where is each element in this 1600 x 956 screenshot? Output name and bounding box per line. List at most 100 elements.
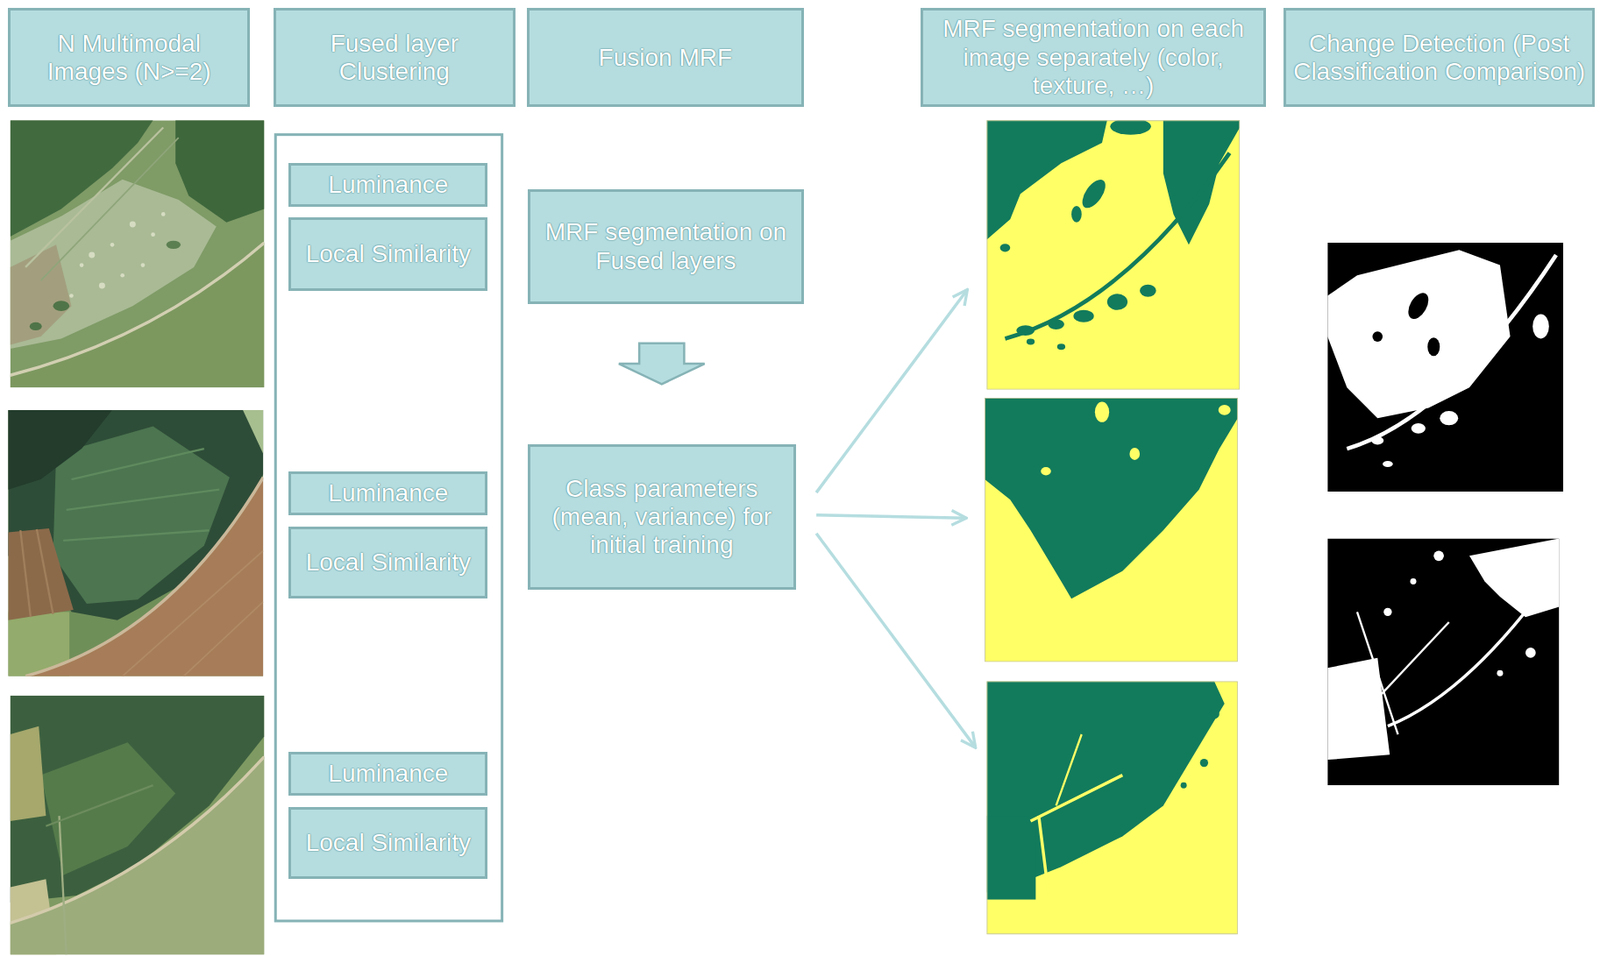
change-map [1410, 578, 1417, 585]
aerial-photo [71, 448, 204, 480]
node-text: Luminance [322, 479, 454, 508]
change-map [1433, 551, 1444, 562]
aerial-photo [122, 551, 264, 677]
segmentation-map [986, 816, 1036, 900]
segmentation-map [1107, 293, 1128, 311]
feature-box: Luminance [288, 471, 488, 516]
aerial-photo [99, 282, 106, 289]
node-text: Luminance [322, 760, 454, 789]
aerial-photo [59, 816, 67, 955]
segmentation-map [986, 120, 1107, 240]
node-text: Luminance [322, 170, 454, 200]
segmentation-map [984, 398, 1238, 662]
change-map [1496, 670, 1503, 677]
aerial-photo [166, 241, 181, 249]
node-text: Local Similarity [300, 829, 477, 858]
change-map [1327, 658, 1390, 761]
aerial-photo [242, 410, 264, 455]
flow-arrow [816, 290, 976, 749]
aerial-photo [88, 251, 95, 258]
aerial-photo [7, 410, 264, 677]
aerial-photo [10, 757, 265, 925]
header-box: Change Detection (Post Classification Co… [1283, 7, 1595, 107]
segmentation-map [1016, 325, 1035, 336]
node-text: MRF segmentation on each image separatel… [923, 14, 1265, 100]
node-text: Fusion MRF [593, 43, 738, 72]
flow-arrow [816, 290, 968, 494]
change-map [1346, 255, 1557, 449]
segmentation-map [1040, 467, 1052, 476]
change-map [1382, 461, 1394, 468]
aerial-photo [10, 696, 265, 956]
segmentation-map [1218, 405, 1231, 416]
node-text: Change Detection (Post Classification Co… [1286, 29, 1593, 86]
segmentation-map [1026, 338, 1035, 345]
aerial-photo [10, 726, 47, 822]
aerial-photo [20, 530, 31, 618]
change-map [1532, 313, 1550, 339]
segmentation-map [1057, 343, 1066, 350]
segmentation-map [1071, 206, 1082, 223]
aerial-photo [10, 120, 265, 388]
feature-box: Luminance [288, 752, 488, 797]
segmentation-map [1031, 775, 1124, 822]
feature-box: Luminance [288, 163, 488, 207]
change-map [1327, 249, 1510, 419]
aerial-photo [25, 477, 264, 677]
change-map [1327, 539, 1559, 787]
node-text: N Multimodal Images (N>=2) [10, 29, 248, 86]
segmentation-map [1208, 709, 1220, 720]
segmentation-map [1000, 243, 1011, 252]
aerial-photo [29, 322, 43, 331]
aerial-photo [41, 137, 179, 281]
change-map [1439, 411, 1458, 426]
change-map [1427, 337, 1440, 356]
aerial-photo [161, 212, 166, 217]
aerial-photo [10, 242, 265, 388]
header-box: N Multimodal Images (N>=2) [7, 7, 250, 107]
change-map [1469, 539, 1559, 619]
segmentation-map [986, 681, 1238, 935]
segmentation-map [1056, 734, 1082, 806]
header-box: MRF segmentation on each image separatel… [920, 7, 1267, 107]
segmentation-map [986, 681, 1238, 935]
change-map [1371, 436, 1384, 445]
block-arrow [618, 343, 705, 385]
aerial-photo [66, 490, 221, 511]
change-map [1327, 242, 1564, 492]
aerial-photo [69, 293, 74, 299]
segmentation-map [984, 398, 1238, 662]
aerial-photo [110, 242, 115, 248]
change-map [1404, 289, 1433, 323]
header-box: Fusion MRF [526, 7, 805, 107]
segmentation-map [1163, 120, 1240, 245]
aerial-photo [129, 221, 136, 228]
aerial-photo [10, 757, 265, 956]
aerial-photo [10, 244, 72, 345]
node-text: Class parameters (mean, variance) for in… [530, 475, 794, 561]
aerial-photo [10, 242, 265, 376]
aerial-photo [79, 263, 85, 268]
aerial-photo [36, 529, 54, 615]
aerial-photo [25, 477, 264, 677]
feature-box: Local Similarity [288, 526, 488, 600]
change-map [1525, 647, 1536, 659]
aerial-photo [10, 696, 265, 956]
segmentation-map [986, 120, 1240, 390]
segmentation-map [984, 398, 1238, 662]
process-box: MRF segmentation on Fused layers [527, 189, 804, 304]
aerial-photo [7, 410, 264, 677]
change-map [1357, 611, 1399, 735]
change-map [1372, 622, 1449, 704]
node-text: Local Similarity [300, 240, 477, 269]
illustration [7, 118, 1564, 955]
aerial-photo [53, 300, 71, 312]
group-outline [275, 135, 502, 922]
feature-box: Local Similarity [288, 807, 488, 881]
aerial-photo [25, 127, 164, 267]
feature-box: Local Similarity [288, 217, 488, 292]
aerial-photo [120, 273, 125, 278]
segmentation-map [986, 120, 1240, 390]
